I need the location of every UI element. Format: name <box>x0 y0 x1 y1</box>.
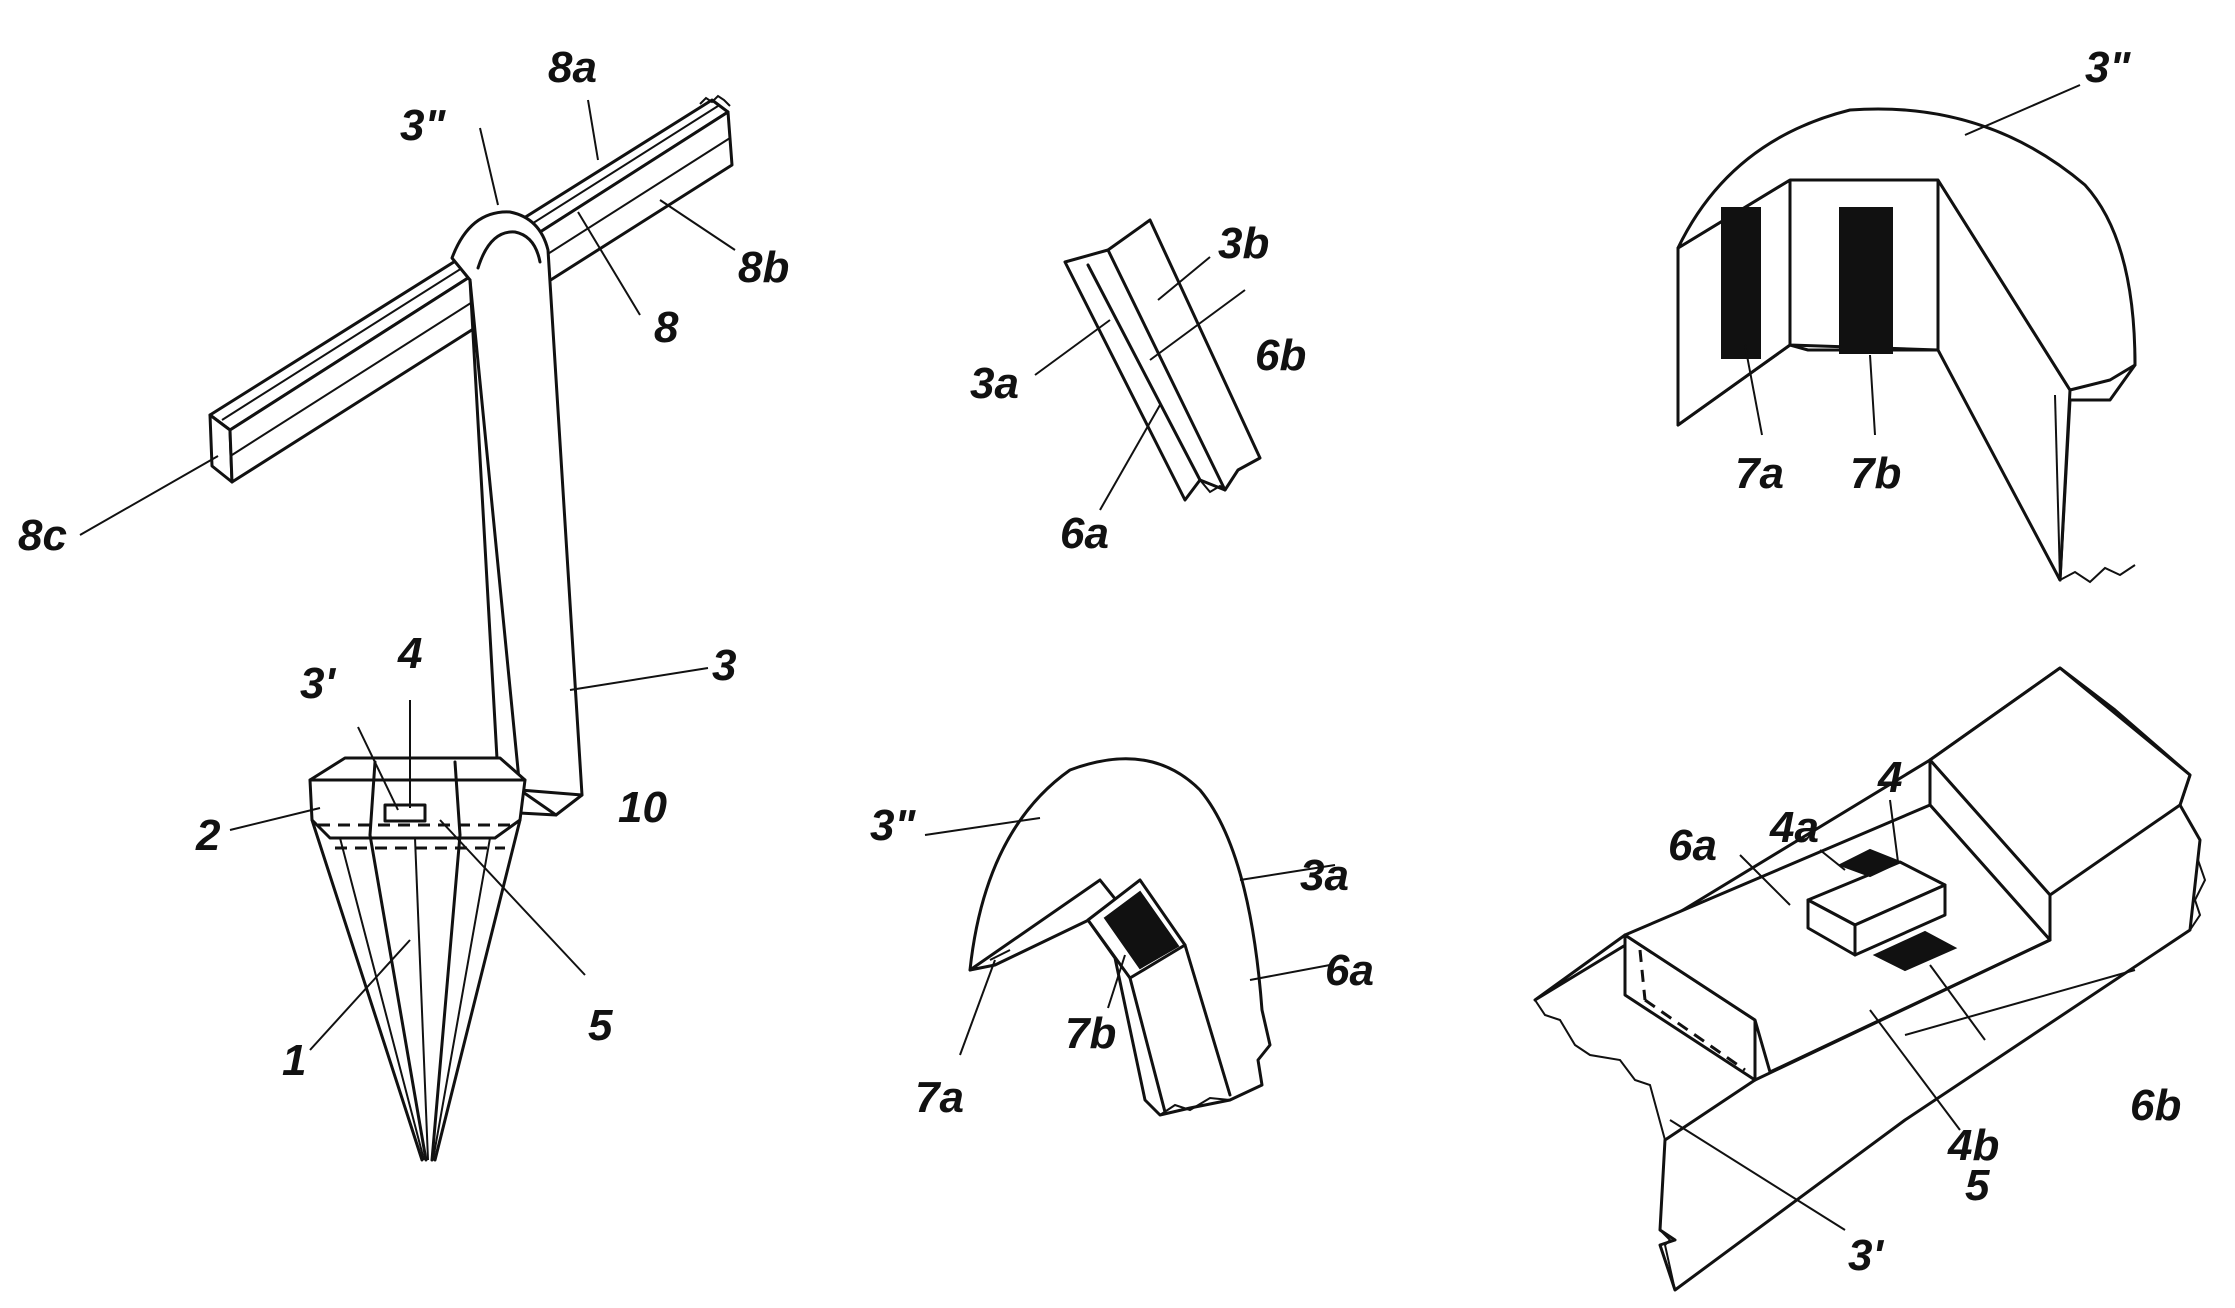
bend-detail-top <box>1678 85 2135 582</box>
label-3-double-prime-top: 3" <box>2085 43 2131 92</box>
label-8a: 8a <box>548 43 597 92</box>
label-3-double-prime-main: 3" <box>400 101 446 150</box>
label-8c: 8c <box>18 511 67 560</box>
label-5-main: 5 <box>588 1001 613 1050</box>
label-4a: 4a <box>1769 803 1819 852</box>
label-8: 8 <box>654 303 679 352</box>
label-6b-base: 6b <box>2130 1081 2181 1130</box>
leader-lines-main <box>80 100 735 1050</box>
label-4b: 4b <box>1947 1121 1999 1170</box>
label-3: 3 <box>712 641 736 690</box>
element-4-main <box>385 805 425 821</box>
label-7b-top: 7b <box>1850 449 1901 498</box>
label-8b: 8b <box>738 243 789 292</box>
label-7b-bottom: 7b <box>1065 1009 1116 1058</box>
label-3a-strip: 3a <box>970 359 1019 408</box>
label-6b-strip: 6b <box>1255 331 1306 380</box>
label-3-prime-base: 3' <box>1848 1231 1884 1280</box>
label-10: 10 <box>618 783 667 832</box>
label-3b: 3b <box>1218 219 1269 268</box>
wire-3 <box>452 212 582 815</box>
conical-base <box>310 758 525 1160</box>
base-detail <box>1535 668 2205 1290</box>
label-3-prime-main: 3' <box>300 659 336 708</box>
label-4-main: 4 <box>397 629 422 678</box>
label-7a-top: 7a <box>1735 449 1784 498</box>
label-2: 2 <box>195 811 221 860</box>
contact-7a-top <box>1722 208 1760 358</box>
main-assembly <box>80 96 735 1160</box>
label-1: 1 <box>282 1036 306 1085</box>
label-6a-bottom: 6a <box>1325 946 1374 995</box>
label-4-base: 4 <box>1877 753 1902 802</box>
label-7a-bottom: 7a <box>915 1073 964 1122</box>
label-6a-strip: 6a <box>1060 509 1109 558</box>
label-6a-base: 6a <box>1668 821 1717 870</box>
label-3a-bottom: 3a <box>1300 851 1349 900</box>
contact-7b-top <box>1840 208 1892 353</box>
label-3-double-prime-bottom: 3" <box>870 801 916 850</box>
bend-detail-bottom <box>925 759 1335 1115</box>
